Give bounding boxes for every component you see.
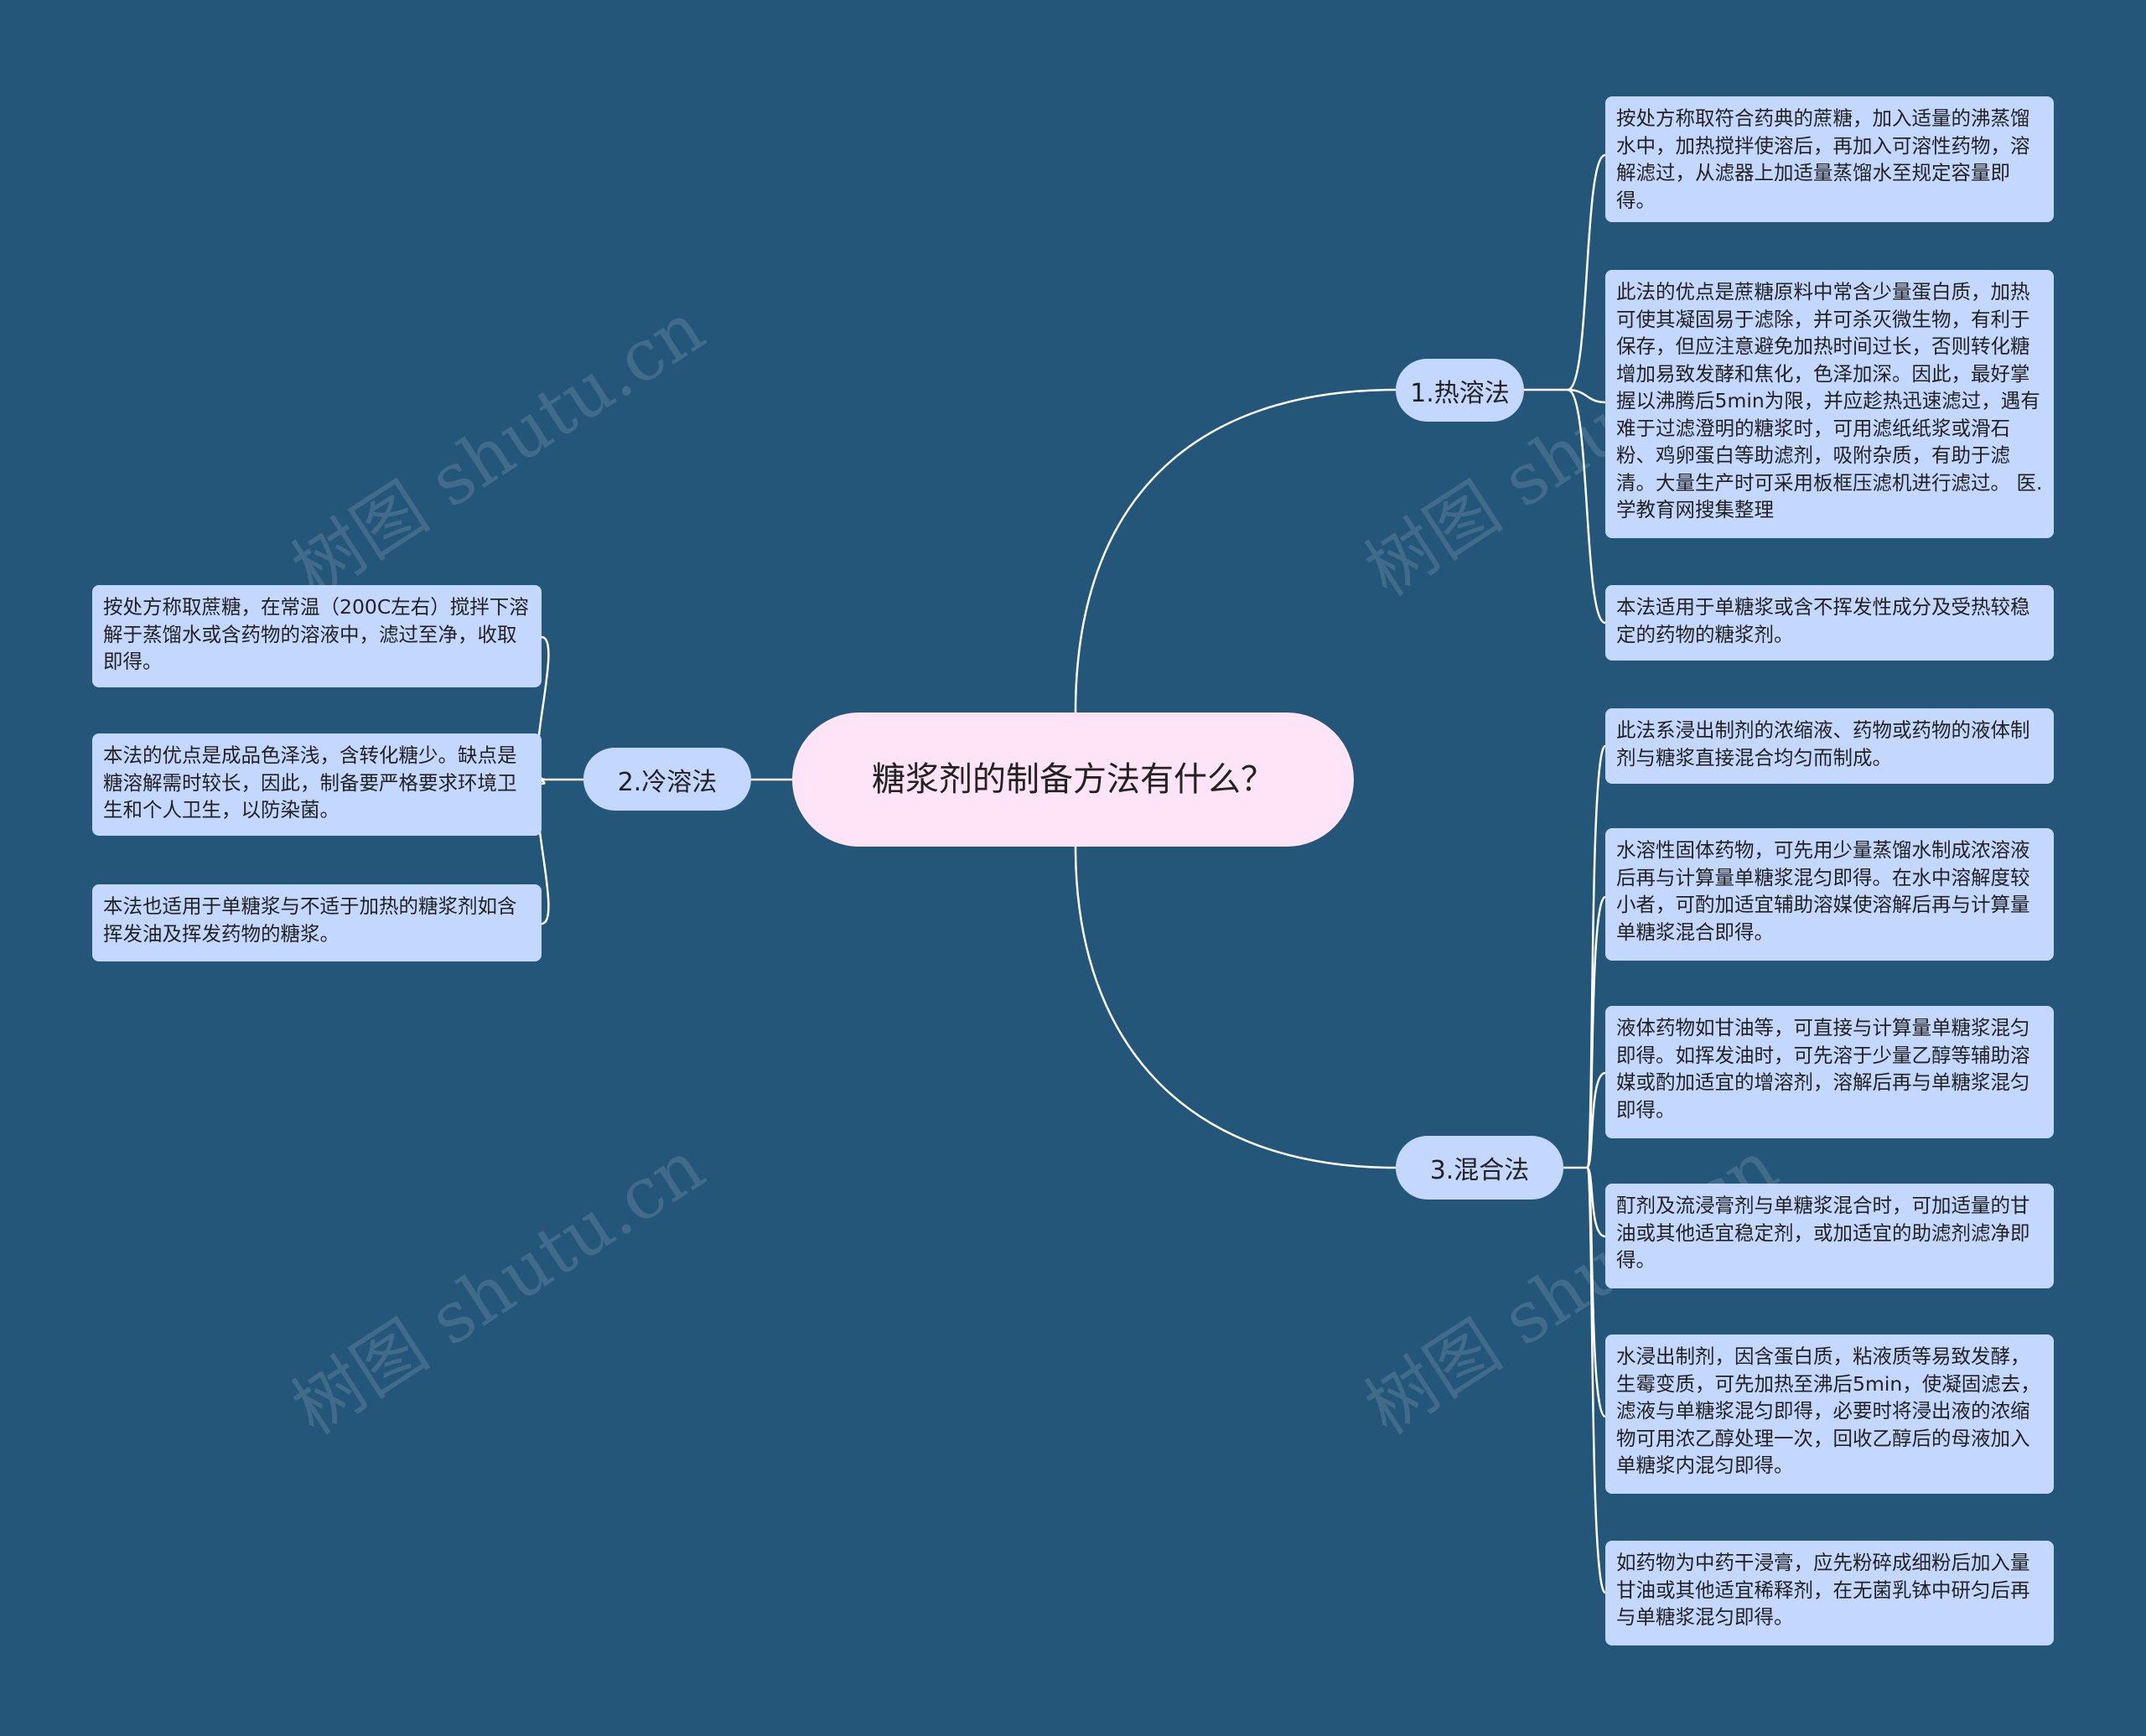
connector-mix-leaf-3 bbox=[1585, 1071, 1606, 1169]
root-title: 糖浆剂的制备方法有什么？ bbox=[872, 760, 1274, 799]
connector-mix-leaf-4 bbox=[1585, 1166, 1606, 1238]
leaf-node-hot-1[interactable]: 按处方称取符合药典的蔗糖，加入适量的沸蒸馏水中，加热搅拌使溶后，再加入可溶性药物… bbox=[1605, 96, 2054, 222]
leaf-node-cold-1[interactable]: 按处方称取蔗糖，在常温（200C左右）搅拌下溶解于蒸馏水或含药物的溶液中，滤过至… bbox=[92, 585, 542, 687]
leaf-node-mix-4[interactable]: 酊剂及流浸膏剂与单糖浆混合时，可加适量的甘油或其他适宜稳定剂，或加适宜的助滤剂滤… bbox=[1605, 1184, 2054, 1288]
branch-node-cold[interactable]: 2.冷溶法 bbox=[583, 748, 751, 811]
connector-hot-leaf-2 bbox=[1567, 388, 1606, 404]
branch-node-mix[interactable]: 3.混合法 bbox=[1396, 1136, 1563, 1200]
leaf-node-mix-2[interactable]: 水溶性固体药物，可先用少量蒸馏水制成浓溶液后再与计算量单糖浆混匀即得。在水中溶解… bbox=[1605, 828, 2054, 961]
connector-hot-leaf-1 bbox=[1567, 153, 1606, 391]
leaf-node-cold-3[interactable]: 本法也适用于单糖浆与不适于加热的糖浆剂如含挥发油及挥发药物的糖浆。 bbox=[92, 884, 542, 961]
branch-node-hot[interactable]: 1.热溶法 bbox=[1396, 359, 1524, 422]
leaf-node-mix-1[interactable]: 此法系浸出制剂的浓缩液、药物或药物的液体制剂与糖浆直接混合均匀而制成。 bbox=[1605, 708, 2054, 784]
leaf-node-hot-3[interactable]: 本法适用于单糖浆或含不挥发性成分及受热较稳定的药物的糖浆剂。 bbox=[1605, 585, 2054, 661]
leaf-node-mix-3[interactable]: 液体药物如甘油等，可直接与计算量单糖浆混匀即得。如挥发油时，可先溶于少量乙醇等辅… bbox=[1605, 1006, 2054, 1138]
connector-mix-leaf-2 bbox=[1585, 895, 1607, 1169]
connector-mix-leaf-6 bbox=[1585, 1166, 1607, 1594]
leaf-node-hot-2[interactable]: 此法的优点是蔗糖原料中常含少量蛋白质，加热可使其凝固易于滤除，并可杀灭微生物，有… bbox=[1605, 270, 2054, 538]
connector-root-hot bbox=[1074, 388, 1397, 713]
branch-label: 3.混合法 bbox=[1429, 1156, 1530, 1185]
connector-hot-leaf-3 bbox=[1567, 388, 1606, 624]
leaf-node-mix-6[interactable]: 如药物为中药干浸膏，应先粉碎成细粉后加入量甘油或其他适宜稀释剂，在无菌乳钵中研匀… bbox=[1605, 1541, 2054, 1645]
branch-label: 2.冷溶法 bbox=[617, 767, 718, 797]
root-node[interactable]: 糖浆剂的制备方法有什么？ bbox=[792, 713, 1354, 847]
leaf-node-mix-5[interactable]: 水浸出制剂，因含蛋白质，粘液质等易致发酵，生霉变质，可先加热至沸后5min，使凝… bbox=[1605, 1334, 2054, 1494]
branch-label: 1.热溶法 bbox=[1410, 378, 1510, 408]
connector-root-mix bbox=[1074, 846, 1397, 1169]
leaf-node-cold-2[interactable]: 本法的优点是成品色泽浅，含转化糖少。缺点是糖溶解需时较长，因此，制备要严格要求环… bbox=[92, 733, 542, 836]
